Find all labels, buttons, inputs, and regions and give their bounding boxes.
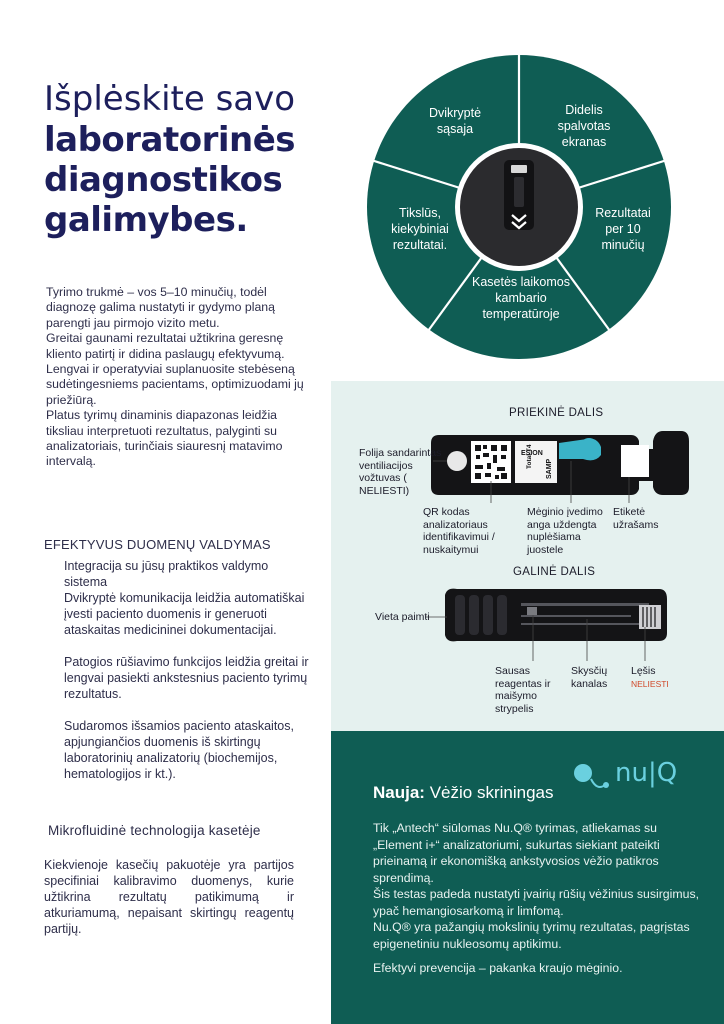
headline-line-3: diagnostikos [44,160,283,200]
cassette-front: ESION Total T4 SAMP [431,431,689,495]
cancer-paragraph: Šis testas padeda nustatyti įvairių rūši… [373,887,700,918]
wheel-label-storage: Kasetės laikomos kambario temperatūroje [472,275,570,321]
back-side-title: GALINĖ DALIS [513,566,596,578]
cancer-paragraph: Efektyvi prevencija – pakanka kraujo mėg… [373,961,623,975]
wheel-graphic [367,52,671,359]
data-item: Dvikryptė komunikacija leidžia automatiš… [64,591,305,637]
data-section-list: Integracija su jūsų praktikos valdymo si… [64,558,314,798]
cassette-back [445,588,667,642]
cassette-brand: ESION [521,450,543,457]
headline-line-1: Išplėskite savo [44,79,296,119]
cassette-illustration: ESION Total T4 SAMP [425,431,689,661]
label-foil-valve: Folija sandarintas ventiliacijos vožtuva… [359,447,442,497]
data-item: Patogios rūšiavimo funkcijos leidžia gre… [64,655,309,701]
label-note-area: Etiketė užrašams [613,506,659,531]
vent-valve [447,451,467,471]
label-lens-warning: NELIESTI [631,678,669,689]
wheel-label-screen: Didelis spalvotas ekranas [557,103,611,149]
wheel-label-results-time: Rezultatai per 10 minučių [595,206,651,252]
intro-text: Tyrimo trukmė – vos 5–10 minučių, todėl … [46,285,308,470]
cancer-title-bold: Nauja: [373,783,425,802]
nuq-logo-text: nu|Q [615,758,677,788]
intro-paragraph: Greitai gaunami rezultatai užtikrina ger… [46,331,285,361]
label-qr-code: QR kodas analizatoriaus identifikavimui … [423,506,495,556]
label-lens-text: Lęšis [631,665,656,677]
intro-paragraph: Tyrimo trukmė – vos 5–10 minučių, todėl … [46,285,275,330]
lens-window [639,605,661,629]
label-dry-reagent: Sausas reagentas ir maišymo strypelis [495,665,551,715]
micro-section-text: Kiekvienoje kasečių pakuotėje yra partij… [44,858,294,936]
intro-paragraph: Platus tyrimų dinaminis diapazonas leidž… [46,408,283,469]
headline-line-4: galimybes. [44,200,248,240]
page-headline: Išplėskite savo laboratorinės diagnostik… [44,78,334,240]
note-label [621,445,649,477]
intro-paragraph: Lengvai ir operatyviai suplanuosite steb… [46,362,304,407]
features-wheel: Dvikryptė sąsaja Didelis spalvotas ekran… [364,52,674,362]
label-strip [515,441,557,483]
cancer-paragraph: Tik „Antech“ siūlomas Nu.Q® tyrimas, atl… [373,821,660,885]
wheel-label-accuracy: Tikslūs, kiekybiniai rezultatai. [391,206,449,252]
label-grip-area: Vieta paimti [375,611,430,623]
data-item: Integracija su jūsų praktikos valdymo si… [64,559,269,589]
cancer-screening-panel: nu|Q Nauja: Vėžio skriningas Tik „Antech… [331,731,724,1024]
micro-section-title: Mikrofluidinė technologija kasetėje [48,823,261,838]
cancer-title-rest: Vėžio skriningas [424,783,554,802]
data-section-title: EFEKTYVUS DUOMENŲ VALDYMAS [44,537,271,552]
label-fluid-channel: Skysčių kanalas [571,665,608,690]
front-leader-lines [433,460,630,503]
cassette-top-icon [504,160,534,230]
cassette-test-name: Total T4 [526,444,533,469]
label-lens: Lęšis NELIESTI [631,665,691,690]
nuq-logo-mark: nu|Q [574,758,677,788]
label-sample-port: Mėginio įvedimo anga uždengta nuplėšiama… [527,506,603,556]
wheel-label-bidirectional: Dvikryptė sąsaja [428,106,482,136]
cancer-title: Nauja: Vėžio skriningas [373,783,553,803]
back-leader-lines [425,615,646,661]
cancer-paragraph: Nu.Q® yra pažangių mokslinių tyrimų rezu… [373,920,690,951]
fluid-channel [521,603,649,606]
cancer-text: Tik „Antech“ siūlomas Nu.Q® tyrimas, atl… [373,820,708,977]
nuq-logo: nu|Q [571,753,691,799]
cassette-diagram-panel: PRIEKINĖ DALIS ESION Total T4 SAMP [331,381,724,731]
headline-line-2: laboratorinės [44,120,296,160]
front-side-title: PRIEKINĖ DALIS [509,407,604,419]
wheel-dividers [370,52,668,332]
cassette-sample-text: SAMP [546,458,553,479]
data-item: Sudaromos išsamios paciento ataskaitos, … [64,719,294,781]
